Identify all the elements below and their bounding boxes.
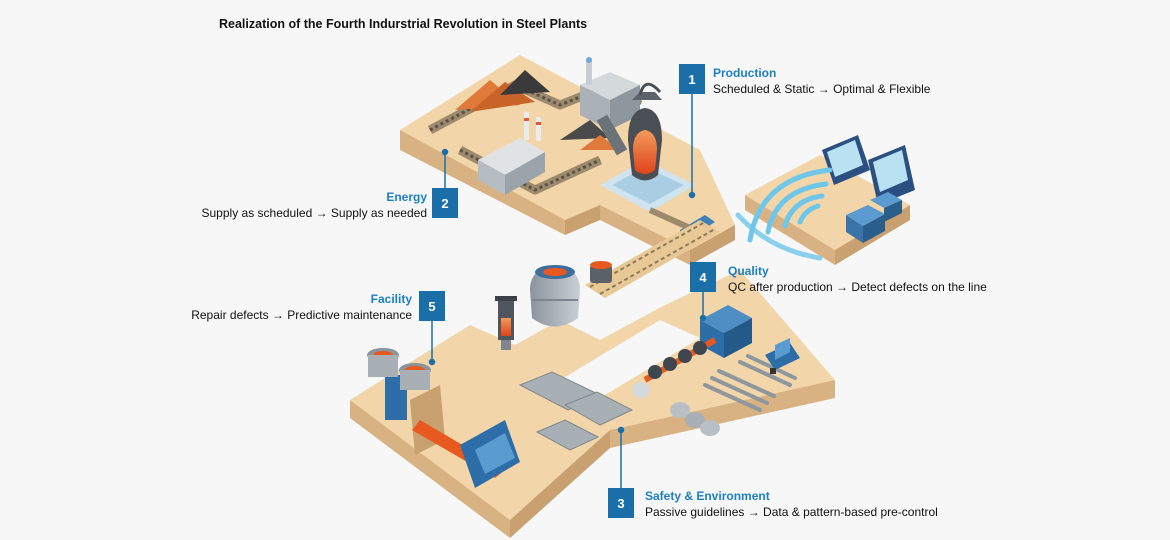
badge-number: 4 bbox=[699, 269, 707, 285]
desc-quality: QC after production → Detect defects on … bbox=[728, 280, 987, 294]
heading-production: Production bbox=[713, 66, 777, 80]
desc-facility: Repair defects → Predictive maintenance bbox=[191, 308, 412, 322]
power-station bbox=[478, 112, 545, 195]
refining-tower bbox=[495, 296, 517, 350]
desc-production: Scheduled & Static → Optimal & Flexible bbox=[713, 82, 931, 96]
heading-energy: Energy bbox=[386, 190, 427, 204]
badge-facility: 5 bbox=[419, 291, 445, 321]
label-safety: Safety & Environment Passive guidelines … bbox=[645, 489, 938, 520]
forklift bbox=[765, 338, 800, 374]
badge-production: 1 bbox=[679, 64, 705, 94]
heading-safety: Safety & Environment bbox=[645, 489, 770, 503]
desc-energy: Supply as scheduled → Supply as needed bbox=[201, 206, 428, 220]
control-consoles bbox=[822, 135, 915, 243]
label-quality: Quality QC after production → Detect def… bbox=[728, 264, 987, 295]
label-facility: Facility Repair defects → Predictive mai… bbox=[191, 292, 412, 323]
steel-coils bbox=[670, 402, 720, 436]
ore-piles bbox=[455, 70, 620, 150]
badge-quality: 4 bbox=[690, 262, 716, 292]
badge-number: 5 bbox=[428, 298, 436, 314]
sinter-plant bbox=[580, 57, 640, 130]
badge-number: 2 bbox=[441, 195, 449, 211]
heading-facility: Facility bbox=[370, 292, 412, 306]
desc-safety: Passive guidelines → Data & pattern-base… bbox=[645, 505, 938, 519]
heading-quality: Quality bbox=[728, 264, 769, 278]
label-production: Production Scheduled & Static → Optimal … bbox=[713, 66, 930, 97]
steel-pipes bbox=[703, 354, 797, 412]
converter-vessel bbox=[530, 265, 580, 327]
label-energy: Energy Supply as scheduled → Supply as n… bbox=[202, 190, 428, 221]
badge-safety: 3 bbox=[608, 488, 634, 518]
continuous-caster bbox=[367, 348, 520, 488]
ladle bbox=[590, 261, 612, 283]
wireless-signal bbox=[735, 167, 833, 261]
page-title: Realization of the Fourth Indurstrial Re… bbox=[219, 17, 588, 31]
rolling-mill-line bbox=[632, 305, 752, 398]
badge-number: 1 bbox=[688, 71, 696, 87]
blast-furnace bbox=[596, 82, 695, 212]
badge-energy: 2 bbox=[432, 188, 458, 218]
steel-slabs bbox=[518, 371, 634, 451]
badge-number: 3 bbox=[617, 495, 625, 511]
